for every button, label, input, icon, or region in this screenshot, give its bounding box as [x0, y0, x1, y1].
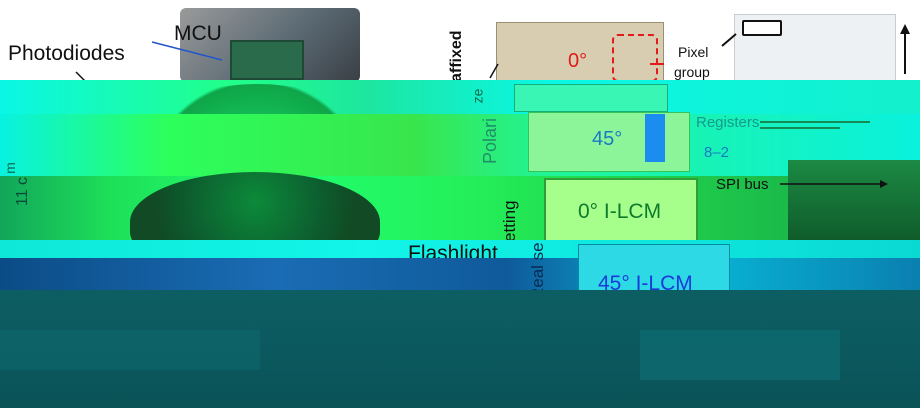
blue-pixel-highlight — [645, 114, 665, 162]
driver-board-mid — [788, 160, 920, 240]
lcd-panel-0 — [544, 178, 698, 244]
glitch-band-1 — [0, 80, 920, 114]
glitch-band-5 — [0, 258, 920, 290]
pixel-label-1: Pixel — [678, 44, 709, 60]
dim-cm-label: 11 c — [14, 176, 31, 206]
lcm-45-label: 45° I-LCM — [598, 272, 693, 295]
setting-label: etting — [500, 200, 519, 242]
registers-label: Registers — [696, 114, 760, 131]
teal-block-right — [640, 330, 840, 380]
bits-label: 8–2 — [704, 144, 730, 161]
angle-0-top: 0° — [568, 50, 588, 72]
pixel-label-2: group — [674, 64, 710, 80]
pin-header — [742, 20, 782, 36]
glitch-band-2 — [0, 114, 920, 176]
teal-block-left — [0, 330, 260, 370]
mcu-label: MCU — [174, 22, 222, 45]
mcu-board — [230, 40, 304, 80]
photodiodes-label: Photodiodes — [8, 42, 125, 65]
lcm-0-label: 0° I-LCM — [578, 200, 662, 223]
angle-45-mid: 45° — [592, 128, 623, 150]
spi-bus-label: SPI bus — [716, 176, 769, 193]
lcd-panel-45 — [514, 84, 668, 112]
